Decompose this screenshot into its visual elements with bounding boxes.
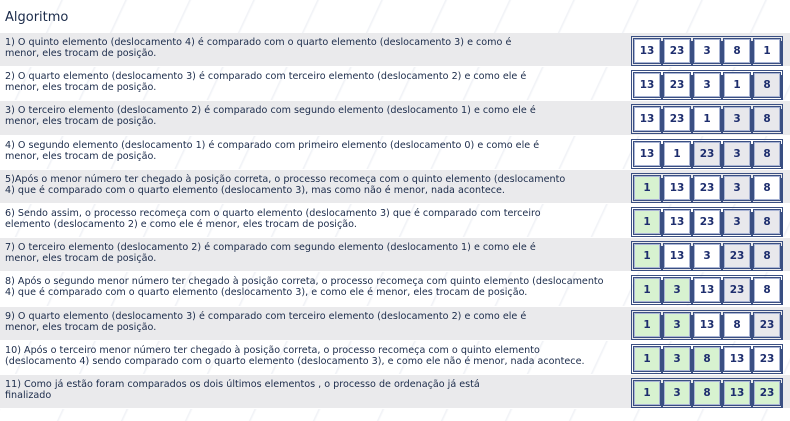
array-cell: 8 — [753, 208, 783, 236]
array-cell: 23 — [723, 277, 753, 305]
array-cell: 8 — [723, 38, 753, 65]
array-cell: 23 — [693, 208, 723, 236]
step-row: 5)Após o menor número ter chegado à posi… — [0, 169, 790, 204]
step-text: 5)Após o menor número ter chegado à posi… — [5, 173, 566, 196]
array-cell: 3 — [693, 243, 723, 271]
step-text: 1) O quinto elemento (deslocamento 4) é … — [5, 37, 512, 59]
array-cell: 13 — [723, 379, 753, 407]
steps-list: 1) O quinto elemento (deslocamento 4) é … — [0, 33, 790, 410]
array-cell: 1 — [633, 243, 663, 271]
step-text: 11) Como já estão foram comparados os do… — [5, 378, 480, 401]
array-cell: 1 — [633, 379, 663, 407]
array-cell: 1 — [633, 311, 663, 339]
array-cell: 23 — [663, 38, 693, 65]
array-cell: 3 — [663, 277, 693, 305]
array-cell: 13 — [633, 140, 663, 168]
array-cell: 23 — [693, 174, 723, 202]
array-cell: 3 — [723, 174, 753, 202]
array-cell: 3 — [723, 208, 753, 236]
step-row: 11) Como já estão foram comparados os do… — [0, 374, 790, 410]
array-cell: 3 — [693, 38, 723, 65]
array-cell: 3 — [663, 379, 693, 407]
array-cell: 1 — [633, 277, 663, 305]
array-cell: 1 — [633, 345, 663, 373]
array-cell: 3 — [663, 345, 693, 373]
step-text: 7) O terceiro elemento (deslocamento 2) … — [5, 242, 536, 265]
step-row: 10) Após o terceiro menor número ter che… — [0, 341, 790, 375]
step-text: 4) O segundo elemento (deslocamento 1) é… — [5, 139, 540, 162]
step-row: 3) O terceiro elemento (deslocamento 2) … — [0, 101, 790, 136]
array-cell: 8 — [753, 140, 783, 168]
array-cell: 23 — [693, 140, 723, 168]
step-row: 9) O quarto elemento (deslocamento 3) é … — [0, 306, 790, 341]
array-cell: 1 — [633, 174, 663, 202]
array-cell: 13 — [663, 174, 693, 202]
array-cell: 8 — [753, 174, 783, 202]
step-text: 2) O quarto elemento (deslocamento 3) é … — [5, 71, 527, 94]
step-row: 1) O quinto elemento (deslocamento 4) é … — [0, 33, 790, 68]
array-cell: 23 — [753, 379, 783, 407]
array-cell: 13 — [663, 243, 693, 271]
array-cell: 23 — [663, 72, 693, 100]
step-row: 7) O terceiro elemento (deslocamento 2) … — [0, 238, 790, 273]
array-cell: 1 — [723, 72, 753, 100]
step-row: 8) Após o segundo menor número ter chega… — [0, 272, 790, 307]
step-row: 6) Sendo assim, o processo recomeça com … — [0, 204, 790, 239]
array-cell: 8 — [723, 311, 753, 339]
step-text: 8) Após o segundo menor número ter chega… — [5, 276, 604, 299]
array-cell: 8 — [753, 277, 783, 305]
array-cell: 13 — [693, 311, 723, 339]
array-cell: 1 — [633, 208, 663, 236]
array-cell: 8 — [753, 243, 783, 271]
array-cell: 1 — [693, 106, 723, 134]
array-cell: 23 — [723, 243, 753, 271]
array-cell: 13 — [633, 38, 663, 65]
array-cell: 8 — [693, 379, 723, 407]
array-cell: 23 — [753, 345, 783, 373]
array-cell: 8 — [753, 106, 783, 134]
array-cell: 13 — [693, 277, 723, 305]
array-cell: 3 — [723, 140, 753, 168]
array-cell: 23 — [753, 311, 783, 339]
array-cell: 3 — [663, 311, 693, 339]
array-cell: 3 — [723, 106, 753, 134]
array-cell: 1 — [753, 38, 783, 65]
step-text: 3) O terceiro elemento (deslocamento 2) … — [5, 105, 536, 128]
page-title: Algoritmo — [5, 10, 69, 25]
array-cell: 8 — [753, 72, 783, 100]
step-text: 6) Sendo assim, o processo recomeça com … — [5, 207, 541, 230]
step-row: 4) O segundo elemento (deslocamento 1) é… — [0, 136, 790, 170]
step-text: 9) O quarto elemento (deslocamento 3) é … — [5, 310, 527, 333]
step-row: 2) O quarto elemento (deslocamento 3) é … — [0, 67, 790, 102]
array-cell: 13 — [723, 345, 753, 373]
array-cell: 3 — [693, 72, 723, 100]
array-cell: 13 — [633, 106, 663, 134]
step-text: 10) Após o terceiro menor número ter che… — [5, 344, 585, 367]
array-cell: 8 — [693, 345, 723, 373]
array-cell: 13 — [633, 72, 663, 100]
array-cell: 1 — [663, 140, 693, 168]
array-cell: 13 — [663, 208, 693, 236]
array-cell: 23 — [663, 106, 693, 134]
